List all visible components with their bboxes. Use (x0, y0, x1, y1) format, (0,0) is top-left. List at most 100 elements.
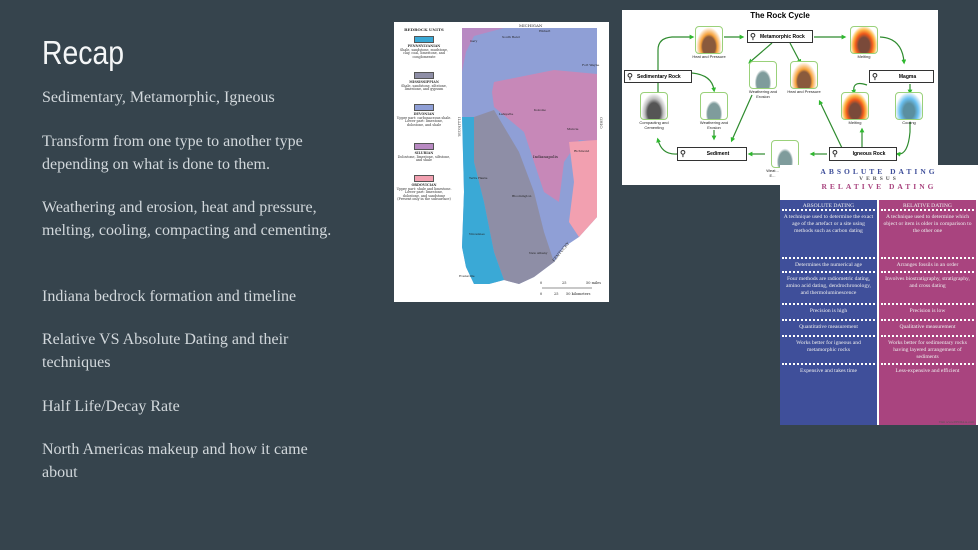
melting-icon (850, 26, 878, 54)
credit: Visit www.PEDIAA.com (938, 420, 974, 424)
comparison-cell: Less-expensive and efficient (895, 368, 960, 374)
row-divider (782, 319, 875, 321)
row-divider (881, 271, 974, 273)
bullet-transform: Transform from one type to another type … (42, 133, 303, 173)
city-label: Bloomington (512, 194, 531, 198)
magnifier-icon: ⚲ (832, 149, 838, 158)
bullet-rock-types: Sedimentary, Metamorphic, Igneous (42, 89, 275, 106)
city-label: Richmond (574, 149, 589, 153)
heat-pressure-icon (790, 61, 818, 89)
comparison-cell: Involves biostratigraphy, stratigraphy, … (885, 276, 970, 289)
comparison-cell: Expensive and takes time (799, 368, 857, 374)
box-sediment: ⚲Sediment (677, 147, 747, 161)
legend-swatch (414, 36, 434, 43)
comparison-cell: Precision is high (809, 308, 848, 314)
map-drawing: MICHIGAN ILLINOIS OHIO KENTUCKY South Be… (457, 23, 604, 296)
comparison-cell: Quantitative measurement (799, 324, 858, 330)
row-divider (881, 303, 974, 305)
process-label: Melting (848, 120, 862, 125)
process-label: Weat... E... (766, 169, 779, 178)
map-label-illinois: ILLINOIS (457, 117, 462, 137)
comparison-cell: Precision is low (909, 308, 946, 314)
city-label: Terre Haute (469, 176, 488, 180)
absolute-title: ABSOLUTE DATING (820, 167, 938, 176)
city-label: Indianapolis (533, 154, 558, 159)
row-divider (782, 303, 875, 305)
bullet-half-life: Half Life/Decay Rate (42, 398, 180, 415)
svg-text:25: 25 (562, 281, 566, 285)
city-label: Lafayette (499, 112, 514, 116)
magnifier-icon: ⚲ (750, 32, 756, 41)
bullet-processes: Weathering and erosion, heat and pressur… (42, 199, 332, 239)
slide-title: Recap (42, 34, 125, 71)
bullet-north-america: North Americas makeup and how it came ab… (42, 441, 308, 481)
legend-swatch (414, 175, 434, 182)
magnifier-icon: ⚲ (627, 72, 633, 81)
city-label: Fort Wayne (582, 63, 600, 67)
row-divider (782, 363, 875, 365)
legend-swatch (414, 143, 434, 150)
comparison-cell: Qualitative measurement (899, 324, 956, 330)
svg-text:50 kilometers: 50 kilometers (566, 292, 591, 296)
row-divider (881, 319, 974, 321)
city-label: Evansville (459, 274, 475, 278)
box-igneous-rock: ⚲Igneous Rock (829, 147, 897, 161)
city-label: South Bend (502, 35, 520, 39)
svg-text:50 miles: 50 miles (586, 281, 601, 285)
box-magma: ⚲Magma (869, 70, 934, 83)
comparison-cell: Works better for igneous and metamorphic… (796, 340, 861, 353)
box-metamorphic-rock: ⚲Metamorphic Rock (747, 30, 813, 43)
weathering-erosion-icon (749, 61, 777, 89)
process-label: Weathering and Erosion (748, 89, 778, 99)
row-divider (782, 271, 875, 273)
weathering-erosion-icon (771, 140, 799, 168)
comparison-cell: A technique used to determine which obje… (883, 214, 972, 234)
bullet-indiana: Indiana bedrock formation and timeline (42, 288, 297, 305)
cycle-arrows (655, 34, 913, 157)
magnifier-icon: ⚲ (872, 72, 878, 81)
city-label: Vincennes (468, 232, 485, 236)
comparison-cell: Arranges fossils in an order (896, 262, 959, 268)
rock-cycle-title: The Rock Cycle (750, 11, 810, 20)
process-label: Heat and Pressure (787, 89, 821, 94)
absolute-header: ABSOLUTE DATING (802, 203, 855, 209)
legend-swatch (414, 72, 434, 79)
city-label: Muncie (567, 127, 579, 131)
compacting-cementing-icon (640, 92, 668, 120)
process-label: Heat and Pressure (692, 54, 726, 59)
process-label: Cooling (902, 120, 916, 125)
process-label: Weathering and Erosion (699, 120, 729, 130)
row-divider (782, 335, 875, 337)
city-label: Kokomo (534, 108, 546, 112)
svg-text:25: 25 (554, 292, 558, 296)
box-sedimentary-rock: ⚲Sedimentary Rock (624, 70, 692, 83)
svg-text:0: 0 (540, 281, 542, 285)
process-label: Melting (857, 54, 871, 59)
row-divider (782, 209, 875, 211)
relative-title: RELATIVE DATING (821, 182, 937, 191)
dating-comparison-chart: ABSOLUTE DATING VERSUS RELATIVE DATING A… (780, 165, 978, 425)
row-divider (782, 257, 875, 259)
comparison-cell: Works better for sedimentary rocks havin… (888, 340, 967, 360)
magnifier-icon: ⚲ (680, 149, 686, 158)
map-label-michigan: MICHIGAN (519, 23, 543, 28)
city-label: Gary (470, 39, 478, 43)
bullet-dating: Relative VS Absolute Dating and their te… (42, 331, 289, 371)
rock-cycle-diagram: The Rock Cycle ⚲Metamorphic Rock ⚲Sedime… (622, 10, 938, 185)
cooling-icon (895, 92, 923, 120)
versus-label: VERSUS (859, 176, 899, 182)
row-divider (881, 209, 974, 211)
city-label: New Albany (529, 251, 548, 255)
legend-swatch (414, 104, 434, 111)
comparison-cell: Determines the numerical age (795, 262, 862, 268)
heat-pressure-icon (695, 26, 723, 54)
process-label: Compacting and Cementing (639, 120, 669, 130)
